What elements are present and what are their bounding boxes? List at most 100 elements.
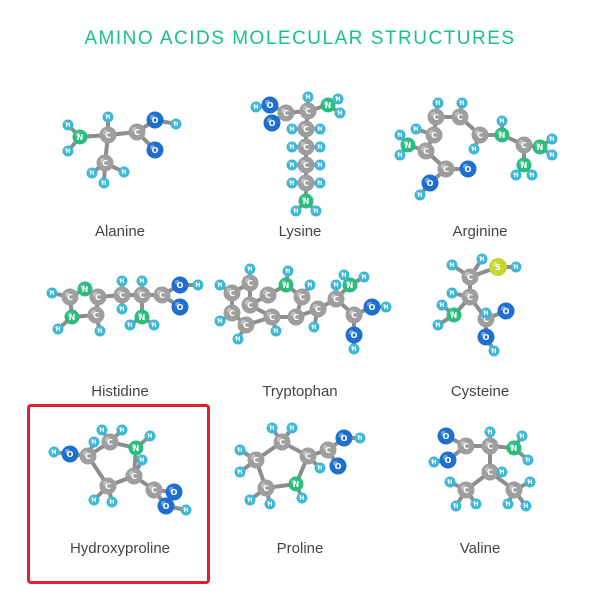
atom-symbol: C [134,128,140,137]
atom-symbol: H [105,114,110,121]
atom-sphere [99,126,117,144]
atom-symbol: H [305,94,310,101]
atom-sphere [99,477,117,495]
atom-hydrogen: H [476,253,488,265]
atom-shine [128,470,134,476]
atom-sphere [125,467,143,485]
atom-symbol: O [171,488,178,497]
atom-shine [323,100,328,105]
atom-shine [288,161,292,165]
atom-symbol: H [397,132,402,139]
atom-symbol: C [159,291,165,300]
molecule-name: Arginine [452,223,508,240]
atom-sphere [459,160,477,178]
atom-symbol: H [289,144,294,151]
atom-sphere [296,492,308,504]
atom-sphere [380,301,392,313]
atom-carbon: C [297,156,315,174]
atom-hydrogen: H [484,426,496,438]
atom-sphere [116,424,128,436]
atom-carbon: C [101,433,119,451]
atom-sphere [89,288,107,306]
atom-sphere [232,333,244,345]
atom-symbol: C [477,131,483,140]
atom-symbol: H [121,169,126,176]
atom-sphere [520,500,532,512]
atom-hydrogen: H [410,123,422,135]
atom-sphere [446,307,462,323]
atom-shine [90,496,94,500]
atom-symbol: H [139,278,144,285]
atom-sphere [244,263,256,275]
atom-carbon: C [79,447,97,465]
atom-symbol: H [513,172,518,179]
atom-shine [508,484,514,490]
atom-sphere [128,440,144,456]
atom-sphere [286,177,298,189]
atom-hydrogen: H [456,97,468,109]
atom-symbol: O [335,462,342,471]
atom-carbon: C [319,441,337,459]
atom-symbol: C [463,486,469,495]
atom-symbol: H [513,264,518,271]
atom-nitrogen: N [532,139,548,155]
atom-shine [54,325,58,329]
atom-shine [284,267,288,271]
atom-shine [470,145,474,149]
atom-carbon: C [223,304,241,322]
atom-carbon: C [427,108,445,126]
atom-sphere [250,101,262,113]
atom-sphere [506,440,522,456]
atom-shine [172,120,177,124]
atom-hydrogen: H [394,129,406,141]
atom-sphere [87,306,105,324]
atom-sphere [457,481,475,499]
atom-nitrogen: N [494,127,510,143]
atom-carbon: C [241,274,259,292]
atom-shine [234,335,238,339]
atom-shine [434,321,438,325]
atom-sphere [136,275,148,287]
atom-sphere [266,422,278,434]
atom-symbol: N [325,101,332,110]
atom-shine [334,95,338,99]
atom-symbol: O [369,303,376,312]
atom-hydrogen: H [314,462,326,474]
atom-sphere [446,287,458,299]
atom-symbol: H [97,328,102,335]
atom-symbol: N [521,161,528,170]
atom-symbol: C [102,159,108,168]
atom-shine [458,99,462,103]
atom-sphere [46,287,58,299]
atom-shine [194,281,199,285]
atom-shine [462,163,468,169]
atom-symbol: O [483,333,490,342]
atom-shine [448,261,452,265]
atom-shine [366,301,372,307]
atom-nitrogen: N [288,476,304,492]
atom-symbol: N [283,281,290,290]
atom-shine [104,436,110,442]
atom-symbol: H [491,348,496,355]
atom-symbol: H [505,501,510,508]
atom-sphere [338,269,350,281]
molecule-name: Lysine [278,223,322,240]
atom-sphere [113,286,131,304]
atom-symbol: N [537,143,544,152]
atom-symbol: H [447,479,452,486]
atom-symbol: H [499,118,504,125]
atom-shine [252,103,256,107]
atom-sphere [124,319,136,331]
atom-hydrogen: H [516,430,528,442]
atom-sphere [314,159,326,171]
atom-shine [99,157,105,163]
atom-symbol: H [285,268,290,275]
atom-carbon: C [297,174,315,192]
atom-shine [281,280,286,285]
atom-symbol: O [177,303,184,312]
atom-hydrogen: H [234,466,246,478]
atom-shine [464,291,470,297]
atom-sphere [223,304,241,322]
atom-sphere [101,433,119,451]
